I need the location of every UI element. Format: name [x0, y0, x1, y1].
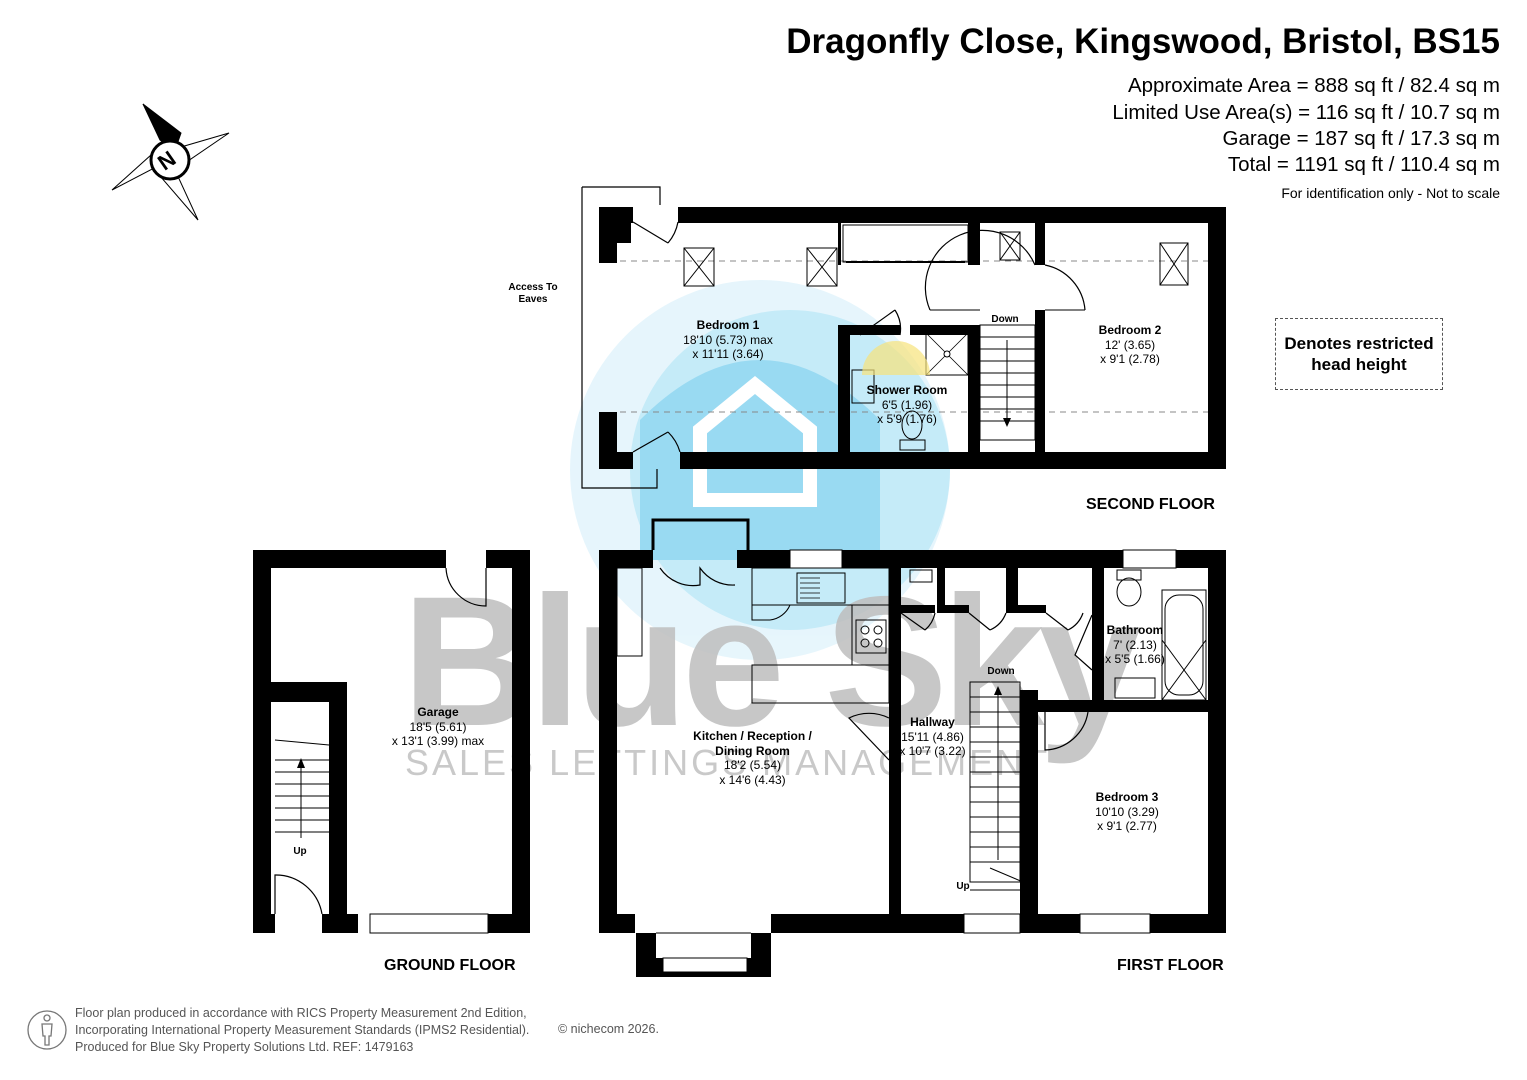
room-bedroom-1: Bedroom 1 18'10 (5.73) max x 11'11 (3.64… [668, 318, 788, 362]
second-floor-label: SECOND FLOOR [1086, 496, 1215, 513]
room-garage: Garage 18'5 (5.61) x 13'1 (3.99) max [378, 705, 498, 749]
room-name: Bathroom [1106, 623, 1164, 637]
total-area: Total = 1191 sq ft / 110.4 sq m [1227, 153, 1500, 176]
footer-line3: Produced for Blue Sky Property Solutions… [75, 1040, 414, 1054]
room-kitchen-reception-dining: Kitchen / Reception / Dining Room 18'2 (… [680, 729, 825, 787]
ground-floor-label: GROUND FLOOR [384, 957, 516, 974]
room-dim: 7' (2.13) [1113, 637, 1157, 652]
limited-use-area: Limited Use Area(s) = 116 sq ft / 10.7 s… [1112, 101, 1500, 124]
page-title: Dragonfly Close, Kingswood, Bristol, BS1… [786, 22, 1500, 61]
compass-icon [111, 103, 230, 221]
room-dim: x 13'1 (3.99) max [391, 734, 485, 748]
room-dim: x 9'1 (2.77) [1097, 819, 1157, 833]
footer-line2: Incorporating International Property Mea… [75, 1023, 530, 1037]
room-dim: 12' (3.65) [1104, 337, 1156, 352]
room-dim: 18'10 (5.73) max [683, 332, 773, 347]
room-dim: 6'5 (1.96) [881, 397, 933, 412]
room-name: Bedroom 3 [1095, 790, 1159, 804]
room-bathroom: Bathroom 7' (2.13) x 5'5 (1.66) [1090, 623, 1180, 667]
room-dim: x 9'1 (2.78) [1100, 352, 1160, 366]
person-icon [27, 1010, 67, 1050]
first-floor-plan [599, 518, 1226, 977]
second-floor-plan [581, 186, 1226, 489]
eaves-access-label: Access To Eaves [504, 282, 562, 306]
scale-note: For identification only - Not to scale [1281, 185, 1500, 201]
room-dim: x 10'7 (3.22) [899, 744, 966, 758]
first-floor-label: FIRST FLOOR [1117, 957, 1224, 974]
ground-floor-plan [253, 550, 530, 934]
room-name: Dining Room [715, 743, 790, 758]
room-dim: 18'2 (5.54) [724, 758, 781, 772]
legend-line1: Denotes restricted [1284, 334, 1434, 353]
room-dim: x 5'9 (1.76) [877, 412, 937, 426]
stairs-up-label: Up [956, 881, 970, 892]
room-name: Bedroom 2 [1098, 323, 1162, 337]
footer-line1: Floor plan produced in accordance with R… [75, 1006, 527, 1020]
stairs-down-label: Down [987, 666, 1015, 677]
room-name: Garage [417, 705, 459, 719]
approximate-area: Approximate Area = 888 sq ft / 82.4 sq m [1127, 74, 1500, 97]
room-dim: 18'5 (5.61) [409, 719, 467, 734]
room-bedroom-2: Bedroom 2 12' (3.65) x 9'1 (2.78) [1075, 323, 1185, 367]
eaves-access-line1: Access To [508, 282, 558, 293]
room-name: Kitchen / Reception / [693, 729, 812, 743]
copyright-credit: © nichecom 2026. [558, 1022, 659, 1036]
legend-line2: head height [1311, 355, 1407, 374]
room-hallway: Hallway 15'11 (4.86) x 10'7 (3.22) [880, 715, 985, 759]
room-dim: x 5'5 (1.66) [1105, 652, 1165, 666]
eaves-access-line2: Eaves [518, 294, 548, 305]
room-dim: 15'11 (4.86) [901, 729, 964, 744]
footer-notes: Floor plan produced in accordance with R… [75, 1005, 529, 1056]
room-shower-room: Shower Room 6'5 (1.96) x 5'9 (1.76) [852, 383, 962, 427]
room-dim: x 14'6 (4.43) [719, 772, 786, 787]
room-dim: 10'10 (3.29) [1095, 804, 1159, 819]
stairs-up-label: Up [293, 846, 307, 857]
garage-area: Garage = 187 sq ft / 17.3 sq m [1222, 127, 1500, 150]
restricted-height-legend: Denotes restricted head height [1275, 318, 1443, 390]
room-bedroom-3: Bedroom 3 10'10 (3.29) x 9'1 (2.77) [1072, 790, 1182, 834]
room-name: Shower Room [866, 383, 948, 397]
room-dim: x 11'11 (3.64) [692, 347, 764, 361]
room-name: Hallway [910, 715, 955, 729]
room-name: Bedroom 1 [696, 318, 760, 332]
stairs-down-label: Down [991, 314, 1019, 325]
